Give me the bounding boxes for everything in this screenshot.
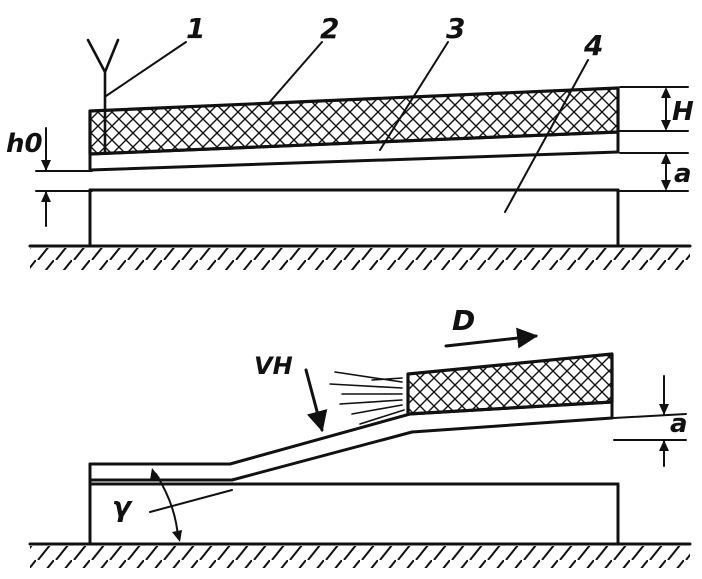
callout-leaders (105, 41, 589, 213)
detonation-direction-arrow (444, 327, 539, 349)
detonation-products (329, 371, 405, 425)
label-H: H (672, 97, 694, 127)
label-gamma: γ (112, 490, 133, 523)
label-VH: VH (254, 352, 293, 380)
callout-2: 2 (320, 12, 339, 45)
base-plate-b (88, 462, 620, 546)
base-plate (88, 188, 620, 248)
ground-bottom (28, 542, 692, 568)
label-D: D (452, 304, 475, 337)
detonator (86, 38, 120, 154)
label-h0: h0 (6, 129, 43, 159)
dimension-H (619, 86, 689, 132)
callout-1: 1 (186, 12, 205, 45)
ground-top (28, 244, 692, 270)
label-a-top: a (674, 159, 692, 189)
explosive-charge (88, 86, 620, 156)
dimension-a-bottom (613, 375, 687, 467)
figure-b: D VH a γ (28, 304, 692, 568)
explosive-charge-b (406, 352, 614, 416)
flyer-plate-bent (88, 400, 614, 482)
callout-3: 3 (446, 12, 465, 45)
collision-angle (149, 468, 233, 542)
plate-velocity-arrow (304, 368, 328, 433)
callout-4: 4 (583, 29, 603, 62)
dimension-a-top (619, 152, 689, 192)
dimension-h0 (35, 127, 93, 227)
figure-a: 1 2 3 4 H a h0 (6, 12, 694, 270)
label-a-bottom: a (670, 409, 688, 439)
